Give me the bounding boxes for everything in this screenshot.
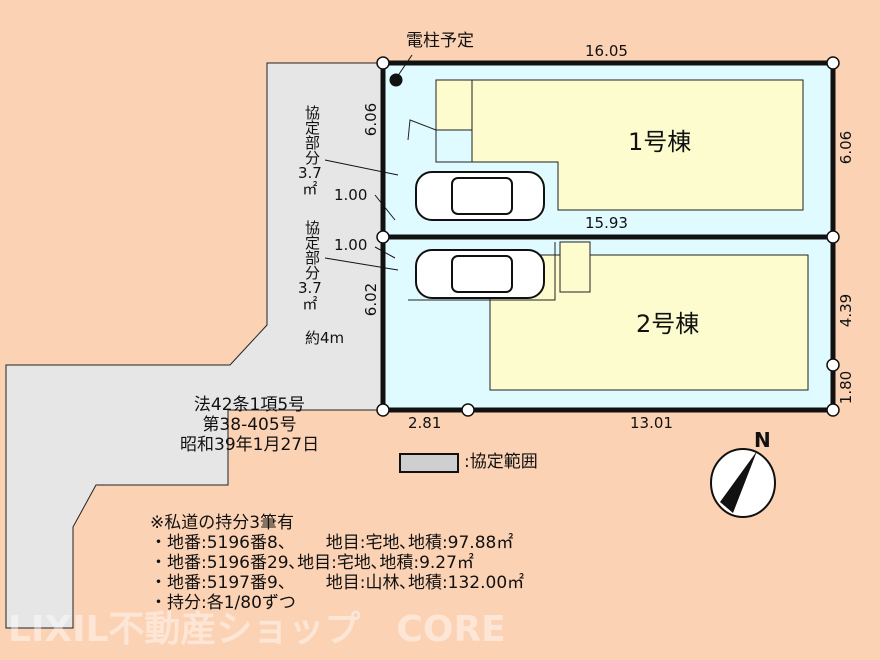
watermark: LIXIL不動産ショップ CORE <box>8 609 506 650</box>
dim-road-width: 約4m <box>305 329 345 347</box>
dim-right-bottom: 1.80 <box>837 370 856 405</box>
pole-label: 電柱予定 <box>406 31 474 51</box>
road-info-line: 法42条1項5号 <box>193 395 306 415</box>
note-line: ・地番:5196番8、 地目:宅地､地積:97.88㎡ <box>150 533 514 553</box>
agreement-area: 3.7 <box>298 279 322 297</box>
agreement-area: 3.7 <box>298 164 322 182</box>
note-line: ・地番:5197番9、 地目:山林､地積:132.00㎡ <box>150 573 525 593</box>
dim-right-mid: 4.39 <box>837 293 856 328</box>
dim-top: 16.05 <box>585 42 628 60</box>
agreement-unit: ㎡ <box>302 180 318 198</box>
utility-pole-icon <box>389 73 403 87</box>
car-1 <box>415 171 545 221</box>
note-line: ※私道の持分3筆有 <box>150 513 295 533</box>
building-1-label: 1号棟 <box>628 128 692 156</box>
dim-mid: 15.93 <box>585 214 628 232</box>
note-line: ・地番:5196番29､地目:宅地､地積:9.27㎡ <box>150 553 474 573</box>
legend-swatch <box>399 453 459 473</box>
compass-icon <box>710 448 776 518</box>
agreement-unit: ㎡ <box>302 295 318 313</box>
dim-bottom-left: 2.81 <box>408 414 442 432</box>
dim-setback-bottom: 1.00 <box>334 236 368 254</box>
building-2-label: 2号棟 <box>636 310 700 338</box>
road-info: 法42条1項5号第38-405号昭和39年1月27日 <box>180 395 319 455</box>
road-info-line: 昭和39年1月27日 <box>180 435 320 455</box>
road-info-line: 第38-405号 <box>202 415 297 435</box>
note-line: ・持分:各1/80ずつ <box>150 593 296 613</box>
agreement-label: 協定部分 <box>303 220 321 280</box>
dim-left-bottom: 6.02 <box>362 282 381 317</box>
dim-left-top: 6.06 <box>362 102 381 137</box>
dim-setback-top: 1.00 <box>334 186 368 204</box>
compass-north-label: N <box>754 428 771 452</box>
dim-bottom-right: 13.01 <box>630 414 673 432</box>
dim-right-top: 6.06 <box>837 130 856 165</box>
agreement-label: 協定部分 <box>303 105 321 165</box>
car-2 <box>415 249 545 299</box>
legend-label: :協定範囲 <box>464 452 538 472</box>
notes: ※私道の持分3筆有・地番:5196番8、 地目:宅地､地積:97.88㎡・地番:… <box>150 513 524 613</box>
